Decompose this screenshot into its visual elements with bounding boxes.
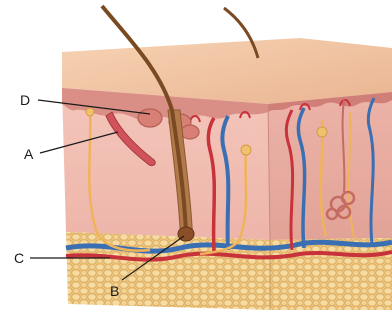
nerve-ending-1	[241, 145, 251, 155]
label-c: C	[14, 250, 24, 266]
label-d: D	[20, 92, 30, 108]
nerve-ending-3	[86, 108, 94, 116]
nerve-ending-2	[317, 127, 327, 137]
label-b: B	[110, 283, 119, 299]
label-a: A	[24, 146, 34, 162]
